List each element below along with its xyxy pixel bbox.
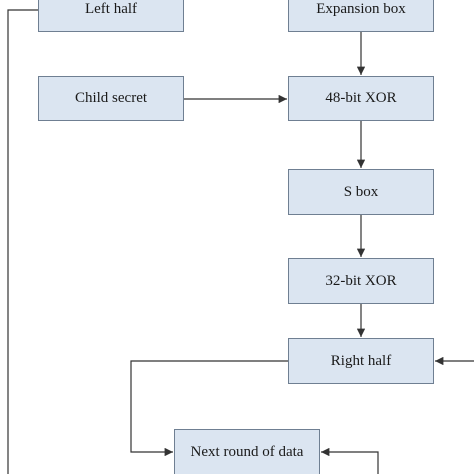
left-half-label: Left half [84, 1, 138, 17]
arrow-right-half-to-next-round [130, 360, 288, 457]
expansion-box: Expansion box [288, 0, 434, 32]
child-secret-label: Child secret [74, 90, 148, 106]
s-box-label: S box [343, 183, 379, 200]
next-round-box: Next round of data [174, 429, 320, 474]
left-half-feedback-line [7, 9, 38, 474]
expansion-box-label: Expansion box [316, 1, 406, 17]
right-half-label: Right half [330, 352, 392, 369]
right-half-box: Right half [288, 338, 434, 384]
xor-32-label: 32-bit XOR [325, 272, 397, 289]
next-round-label: Next round of data [190, 443, 304, 460]
left-half-box: Left half [38, 0, 184, 32]
child-secret-box: Child secret [38, 76, 184, 121]
xor-32-box: 32-bit XOR [288, 258, 434, 304]
arrow-into-next-round-right [321, 447, 379, 474]
xor-48-label: 48-bit XOR [325, 90, 397, 106]
s-box: S box [288, 169, 434, 215]
xor-48-box: 48-bit XOR [288, 76, 434, 121]
